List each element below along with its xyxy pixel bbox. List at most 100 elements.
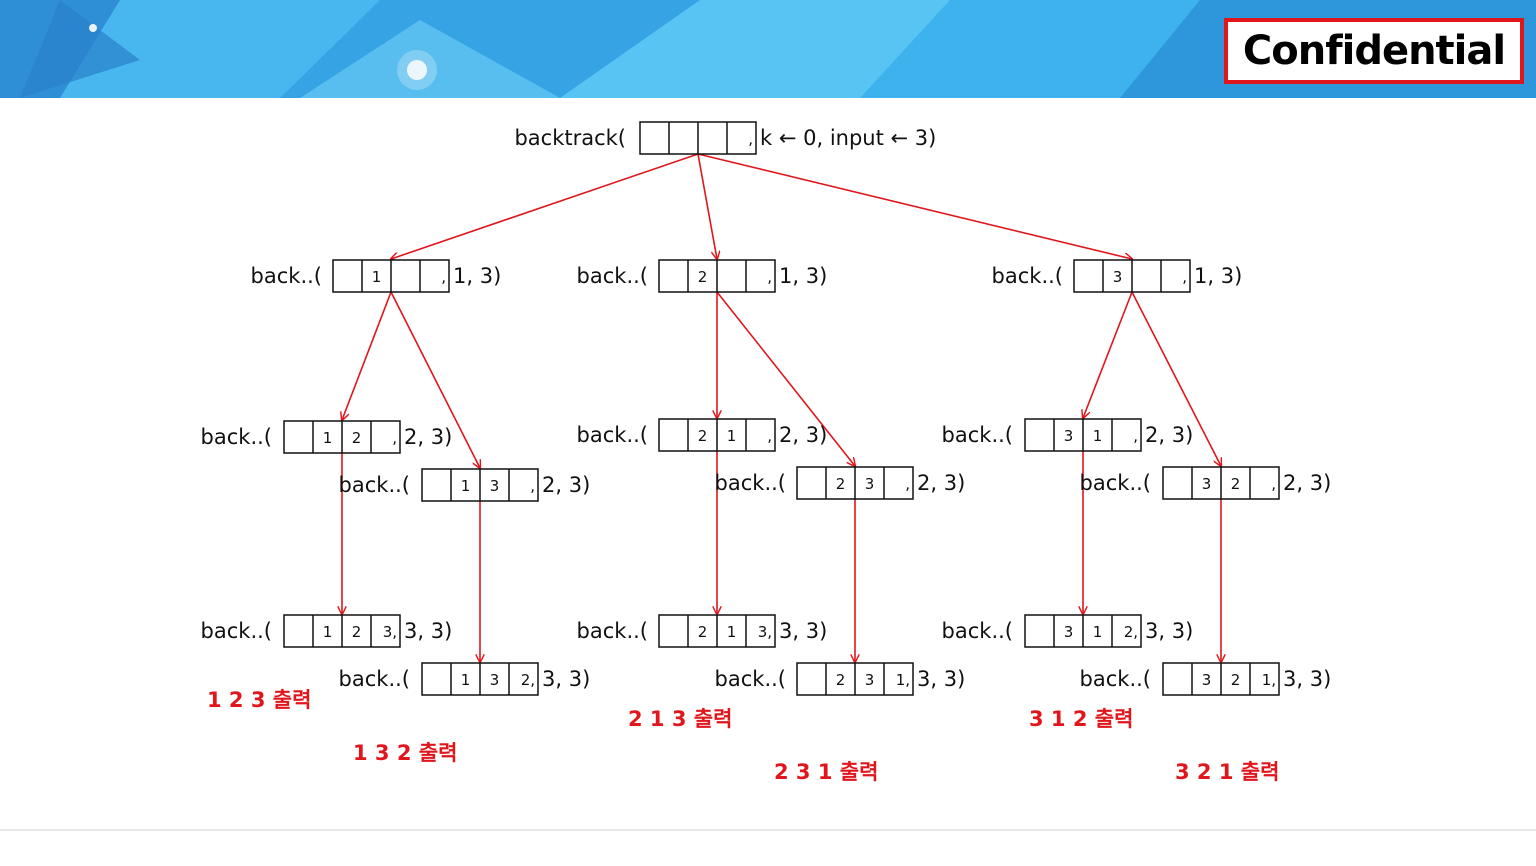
output-label-132: 1 3 2 출력 (353, 741, 457, 765)
array-cell: 3 (1064, 427, 1074, 445)
array-cell: 2 (698, 268, 708, 286)
array-cell: 2, (1124, 623, 1138, 641)
array-cell: , (1182, 268, 1187, 286)
output-label-231: 2 3 1 출력 (774, 760, 878, 784)
node-suffix: 3, 3) (917, 667, 965, 691)
array-cell: 1 (323, 623, 333, 641)
output-label-321: 3 2 1 출력 (1175, 760, 1279, 784)
array-cell: 2 (352, 623, 362, 641)
node-suffix: 2, 3) (1283, 471, 1331, 495)
node-n321: back..( 3 2 1, 3, 3) (1080, 662, 1331, 696)
array-cell: 3 (490, 671, 500, 689)
output-label-213: 2 1 3 출력 (628, 707, 732, 731)
confidential-badge: Confidential (1224, 18, 1524, 84)
array-cell: , (905, 475, 910, 493)
tree-edges (342, 153, 1221, 662)
array-cell: , (748, 130, 753, 148)
node-suffix: 3, 3) (1283, 667, 1331, 691)
array-cell: 1 (323, 429, 333, 447)
node-prefix: back..( (339, 473, 410, 497)
confidential-label: Confidential (1242, 28, 1506, 74)
edge-root-n1 (391, 153, 699, 259)
edge-root-n3 (697, 153, 1132, 259)
array-cell: 1, (1262, 671, 1276, 689)
node-prefix: back..( (201, 425, 272, 449)
output-labels: 1 2 3 출력 1 3 2 출력 2 1 3 출력 2 3 1 출력 3 1 2 출력… (207, 688, 1279, 784)
array-cell: 1 (1093, 427, 1103, 445)
output-label-123: 1 2 3 출력 (207, 688, 311, 712)
node-prefix: back..( (201, 619, 272, 643)
node-suffix: 1, 3) (1194, 264, 1242, 288)
node-prefix: backtrack( (514, 126, 626, 150)
node-prefix: back..( (577, 264, 648, 288)
node-prefix: back..( (942, 619, 1013, 643)
node-n13: back..( 1 3, 2, 3) (339, 468, 590, 502)
array-cell: 3 (865, 475, 875, 493)
node-prefix: back..( (942, 423, 1013, 447)
array-cell: 2 (836, 475, 846, 493)
node-prefix: back..( (1080, 667, 1151, 691)
array-cell: 3 (1064, 623, 1074, 641)
array-cell: 3 (490, 477, 500, 495)
node-n123: back..( 1 2 3, 3, 3) (201, 614, 452, 648)
output-label-312: 3 1 2 출력 (1029, 707, 1133, 731)
array-cell: 1 (461, 671, 471, 689)
edge-n2-n23 (716, 291, 855, 466)
footer-divider (0, 829, 1536, 831)
edge-n3-n31 (1083, 291, 1133, 418)
array-cell: 2 (1231, 475, 1241, 493)
node-prefix: back..( (251, 264, 322, 288)
array-cell: 1 (372, 268, 382, 286)
node-suffix: 3, 3) (404, 619, 452, 643)
array-cell: , (1271, 475, 1276, 493)
edge-n1-n13 (390, 291, 480, 468)
node-n1: back..(1,1, 3) (251, 259, 501, 293)
node-root: backtrack(, k ← 0, input ← 3) (514, 121, 936, 155)
array-cell: , (767, 268, 772, 286)
node-suffix: 2, 3) (404, 425, 452, 449)
node-suffix: 2, 3) (1145, 423, 1193, 447)
node-suffix: 3, 3) (542, 667, 590, 691)
node-suffix: k ← 0, input ← 3) (760, 126, 936, 150)
array-cell: , (767, 427, 772, 445)
array-cell: 2, (521, 671, 535, 689)
array-cell: 2 (1231, 671, 1241, 689)
array-cell: 2 (698, 623, 708, 641)
array-cell: 2 (836, 671, 846, 689)
node-prefix: back..( (715, 667, 786, 691)
node-n23: back..( 2 3, 2, 3) (715, 466, 965, 500)
node-prefix: back..( (1080, 471, 1151, 495)
node-n31: back..( 3 1, 2, 3) (942, 418, 1193, 452)
array-cell: 1 (461, 477, 471, 495)
node-suffix: 2, 3) (542, 473, 590, 497)
node-n132: back..( 1 3 2, 3, 3) (339, 662, 590, 696)
node-n2: back..( 2, 1, 3) (577, 259, 827, 293)
node-suffix: 3, 3) (779, 619, 827, 643)
node-prefix: back..( (715, 471, 786, 495)
array-cell: 3 (865, 671, 875, 689)
node-prefix: back..( (339, 667, 410, 691)
array-cell: 3, (383, 623, 397, 641)
edge-n1-n12 (342, 291, 392, 420)
array-cell: 3 (1113, 268, 1123, 286)
array-cell: 1 (1093, 623, 1103, 641)
array-cell: 1 (727, 623, 737, 641)
array-cell: , (530, 477, 535, 495)
array-cell: , (392, 429, 397, 447)
edge-n3-n32 (1131, 291, 1221, 466)
array-cell: , (1133, 427, 1138, 445)
node-suffix: 1, 3) (779, 264, 827, 288)
array-cell: 3 (1202, 671, 1212, 689)
node-suffix: 2, 3) (917, 471, 965, 495)
array-cell: 1, (896, 671, 910, 689)
node-n231: back..( 2 3 1, 3, 3) (715, 662, 965, 696)
node-n3: back..( 3, 1, 3) (992, 259, 1242, 293)
array-cell: , (441, 268, 446, 286)
node-prefix: back..( (992, 264, 1063, 288)
node-prefix: back..( (577, 423, 648, 447)
